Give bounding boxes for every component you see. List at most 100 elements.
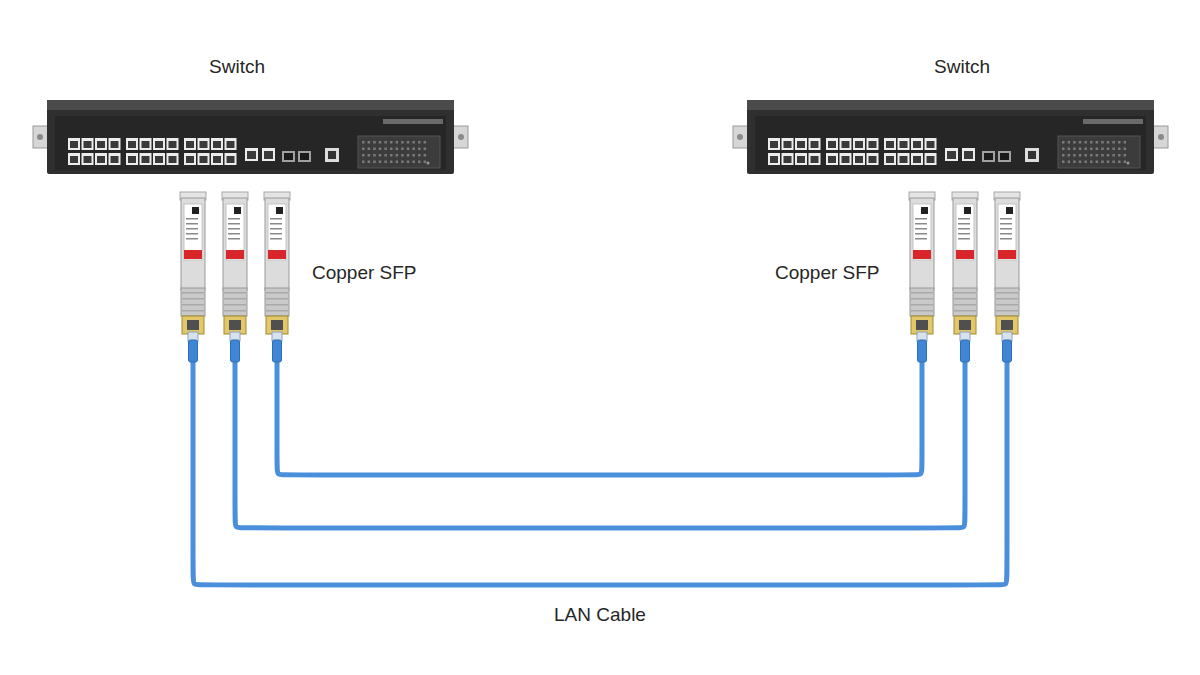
rj45-port <box>198 138 210 150</box>
rj45-port <box>198 153 210 165</box>
brand-plate <box>1083 119 1143 124</box>
cage-opening <box>300 153 309 160</box>
rj45-port <box>184 138 196 150</box>
brand-tag <box>956 250 974 259</box>
uplink-port <box>945 148 958 161</box>
jack-opening <box>1001 320 1013 330</box>
status-led <box>418 148 421 151</box>
status-led <box>379 141 382 144</box>
shell-ridge <box>911 298 933 300</box>
status-led <box>1118 161 1121 164</box>
rj45-plug <box>188 332 198 362</box>
status-led <box>418 154 421 157</box>
port-opening <box>70 156 78 163</box>
shell-ridge <box>954 304 976 306</box>
rj45-port <box>153 138 165 150</box>
status-led <box>368 148 371 151</box>
shell-ridge <box>996 304 1018 306</box>
brand-tag <box>184 250 202 259</box>
rj45-port <box>867 153 879 165</box>
status-led <box>390 161 393 164</box>
port-opening <box>169 141 177 148</box>
status-led <box>1084 141 1087 144</box>
port-opening <box>828 156 836 163</box>
sticker-line <box>915 223 927 225</box>
status-led <box>1079 154 1082 157</box>
rj45-plug <box>230 332 240 362</box>
rj45-port <box>167 138 179 150</box>
shell-ridge <box>996 310 1018 312</box>
rack-ear <box>452 126 468 148</box>
status-led <box>390 148 393 151</box>
port-opening <box>328 151 336 159</box>
brand-tag <box>226 250 244 259</box>
port-opening <box>964 151 973 159</box>
module-shell <box>995 288 1019 316</box>
status-led <box>1073 154 1076 157</box>
sticker-line <box>915 233 927 235</box>
cage-opening <box>284 153 293 160</box>
port-opening <box>264 151 273 159</box>
status-led <box>1068 154 1071 157</box>
status-led <box>362 161 365 164</box>
status-led <box>1118 148 1121 151</box>
sfp-cage <box>282 151 295 162</box>
status-led <box>368 154 371 157</box>
sticker-line <box>1000 223 1012 225</box>
port-opening <box>142 141 150 148</box>
port-opening <box>213 156 221 163</box>
rj45-port <box>211 138 223 150</box>
jack-opening <box>959 320 971 330</box>
rj45-port <box>826 153 838 165</box>
rj45-port <box>184 153 196 165</box>
status-led <box>1073 161 1076 164</box>
port-opening <box>913 141 921 148</box>
sfp-group-node: Copper SFP <box>170 190 435 335</box>
port-opening <box>869 156 877 163</box>
status-led <box>384 148 387 151</box>
power-led <box>427 162 430 165</box>
port-opening <box>200 141 208 148</box>
shell-ridge <box>954 298 976 300</box>
copper-sfp-module <box>909 192 935 334</box>
front-bezel <box>755 116 1146 170</box>
chassis-top <box>47 100 454 110</box>
sticker-line <box>915 228 927 230</box>
port-opening <box>227 156 235 163</box>
rj45-jack <box>954 316 976 334</box>
rack-ear <box>733 126 749 148</box>
port-opening <box>842 156 850 163</box>
module-body <box>995 198 1019 290</box>
jack-opening <box>916 320 928 330</box>
status-led <box>1090 161 1093 164</box>
rj45-port <box>153 153 165 165</box>
status-led <box>1124 161 1127 164</box>
rj45-port <box>809 153 821 165</box>
lan-cable <box>235 335 965 528</box>
sticker-line <box>186 233 198 235</box>
port-opening <box>913 156 921 163</box>
sticker-line <box>270 218 282 220</box>
module-body <box>223 198 247 290</box>
sticker-line <box>958 238 970 240</box>
status-led <box>1107 148 1110 151</box>
rack-ear <box>1152 126 1168 148</box>
rj45-port <box>840 138 852 150</box>
shell-ridge <box>266 310 288 312</box>
port-opening <box>142 156 150 163</box>
sticker-line <box>186 218 198 220</box>
rj45-port <box>867 138 879 150</box>
switch-node: Switch <box>733 52 1168 174</box>
status-led <box>1107 161 1110 164</box>
rj45-port <box>795 153 807 165</box>
copper-sfp-module <box>994 192 1020 334</box>
shell-ridge <box>224 292 246 294</box>
rj45-port <box>898 153 910 165</box>
cable-label: LAN Cable <box>480 604 720 626</box>
port-opening <box>811 156 819 163</box>
shell-ridge <box>911 292 933 294</box>
rj45-port <box>898 138 910 150</box>
port-opening <box>111 141 119 148</box>
status-led <box>401 141 404 144</box>
